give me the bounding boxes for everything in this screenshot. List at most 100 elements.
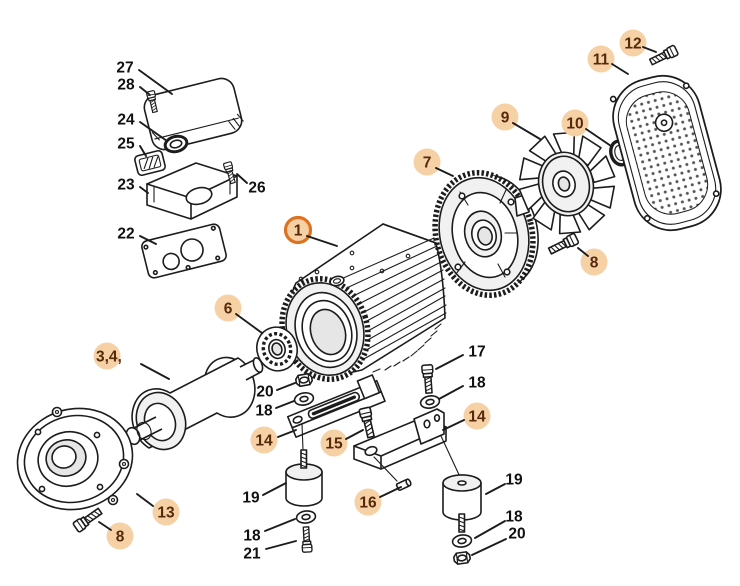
leader-line	[485, 483, 506, 495]
callout-8-27: 8	[98, 521, 134, 550]
callout-circle	[619, 29, 647, 57]
callout-circle	[587, 45, 615, 73]
nut-20-bottom-right	[452, 550, 472, 566]
callout-18-10: 18	[243, 518, 296, 545]
callout-label: 27	[116, 60, 133, 77]
fan	[518, 131, 616, 235]
callout-circle	[413, 148, 441, 176]
assembly-axis-right	[440, 435, 462, 480]
cable-grommet-25	[134, 149, 166, 177]
callout-circle	[250, 426, 278, 454]
callout-16-31: 16	[354, 486, 402, 516]
front-end-shield	[16, 406, 134, 511]
callout-27-0: 27	[116, 60, 173, 95]
callout-label: 7	[423, 155, 432, 172]
mounting-rail-left	[286, 374, 386, 438]
callout-label: 13	[157, 505, 175, 522]
leader-line	[276, 382, 296, 391]
rubber-buffer-right	[442, 474, 482, 533]
callout-label: 20	[508, 526, 525, 543]
rubber-buffer-left	[285, 449, 323, 507]
callout-20-16: 20	[471, 526, 526, 556]
callout-19-9: 19	[242, 482, 287, 507]
leader-line	[512, 122, 541, 140]
leader-line	[306, 235, 338, 247]
sealing-ring-24	[163, 134, 189, 154]
washer-18-right-top	[418, 393, 442, 411]
callout-20-7: 20	[256, 382, 296, 401]
leader-line	[139, 186, 149, 194]
callout-label: 17	[468, 344, 485, 361]
callout-25-3: 25	[117, 136, 147, 157]
callout-circle	[106, 522, 134, 550]
callout-34-25: 3,4,	[93, 342, 170, 380]
callout-label: 22	[117, 226, 134, 243]
callout-26-5: 26	[236, 173, 266, 197]
terminal-box-23	[146, 162, 238, 220]
callout-label: 15	[325, 436, 343, 453]
callout-22-6: 22	[117, 226, 157, 245]
callout-label: 25	[117, 136, 135, 153]
leader-line	[262, 482, 287, 496]
leader-line	[277, 429, 297, 438]
callout-8-23: 8	[577, 247, 608, 276]
leader-line	[438, 385, 464, 400]
leader-line	[611, 63, 629, 75]
leader-line	[474, 520, 506, 539]
callout-circle	[214, 294, 242, 322]
leader-line	[264, 518, 296, 532]
leader-line	[139, 235, 157, 245]
cover-screw-12	[647, 44, 680, 68]
leader-line	[138, 69, 173, 95]
callout-label: 18	[243, 528, 261, 545]
callout-label: 1	[294, 223, 303, 240]
washer-18-bottom-right	[450, 532, 474, 550]
callout-circle	[93, 342, 121, 370]
leader-line	[471, 538, 507, 556]
callout-28-1: 28	[117, 77, 151, 96]
leader-line	[442, 419, 465, 431]
callout-label: 23	[117, 177, 135, 194]
fan-cover	[609, 74, 722, 232]
callout-label: 21	[243, 546, 261, 563]
leader-line	[642, 46, 657, 53]
callout-6-24: 6	[214, 294, 263, 334]
screw-21	[300, 526, 313, 553]
callout-24-2: 24	[117, 112, 168, 142]
leader-line	[139, 145, 147, 157]
callout-label: 14	[468, 409, 486, 426]
callout-label: 18	[505, 509, 523, 526]
leader-line	[236, 173, 248, 184]
callout-10-20: 10	[561, 109, 612, 147]
leader-line	[139, 121, 168, 142]
callout-17-12: 17	[435, 344, 486, 370]
callout-label: 8	[116, 529, 125, 546]
washer-18-center	[292, 390, 316, 408]
callout-14-28: 14	[250, 426, 297, 454]
callout-label: 19	[505, 472, 523, 489]
motor-housing	[279, 223, 447, 382]
pin-axis	[373, 456, 398, 482]
assembly-axis-left	[301, 423, 304, 451]
shield-screw-8-right	[546, 232, 580, 257]
callout-label: 28	[117, 77, 135, 94]
rear-end-shield	[432, 169, 539, 299]
callout-9-19: 9	[491, 103, 541, 140]
bolt-17	[420, 363, 436, 395]
callout-23-4: 23	[117, 177, 149, 194]
callout-label: 9	[501, 110, 510, 127]
callout-label: 3,4,	[96, 349, 122, 366]
callout-label: 10	[566, 116, 583, 133]
rail-bolt-15	[358, 406, 378, 440]
callout-11-21: 11	[587, 45, 629, 75]
callout-18-8: 18	[255, 400, 295, 420]
callout-label: 19	[242, 490, 260, 507]
leader-line	[345, 429, 364, 440]
leader-line	[379, 486, 402, 498]
leader-line	[435, 167, 454, 177]
callout-label: 16	[359, 495, 377, 512]
leader-line	[265, 540, 297, 550]
callout-21-11: 21	[243, 540, 297, 563]
